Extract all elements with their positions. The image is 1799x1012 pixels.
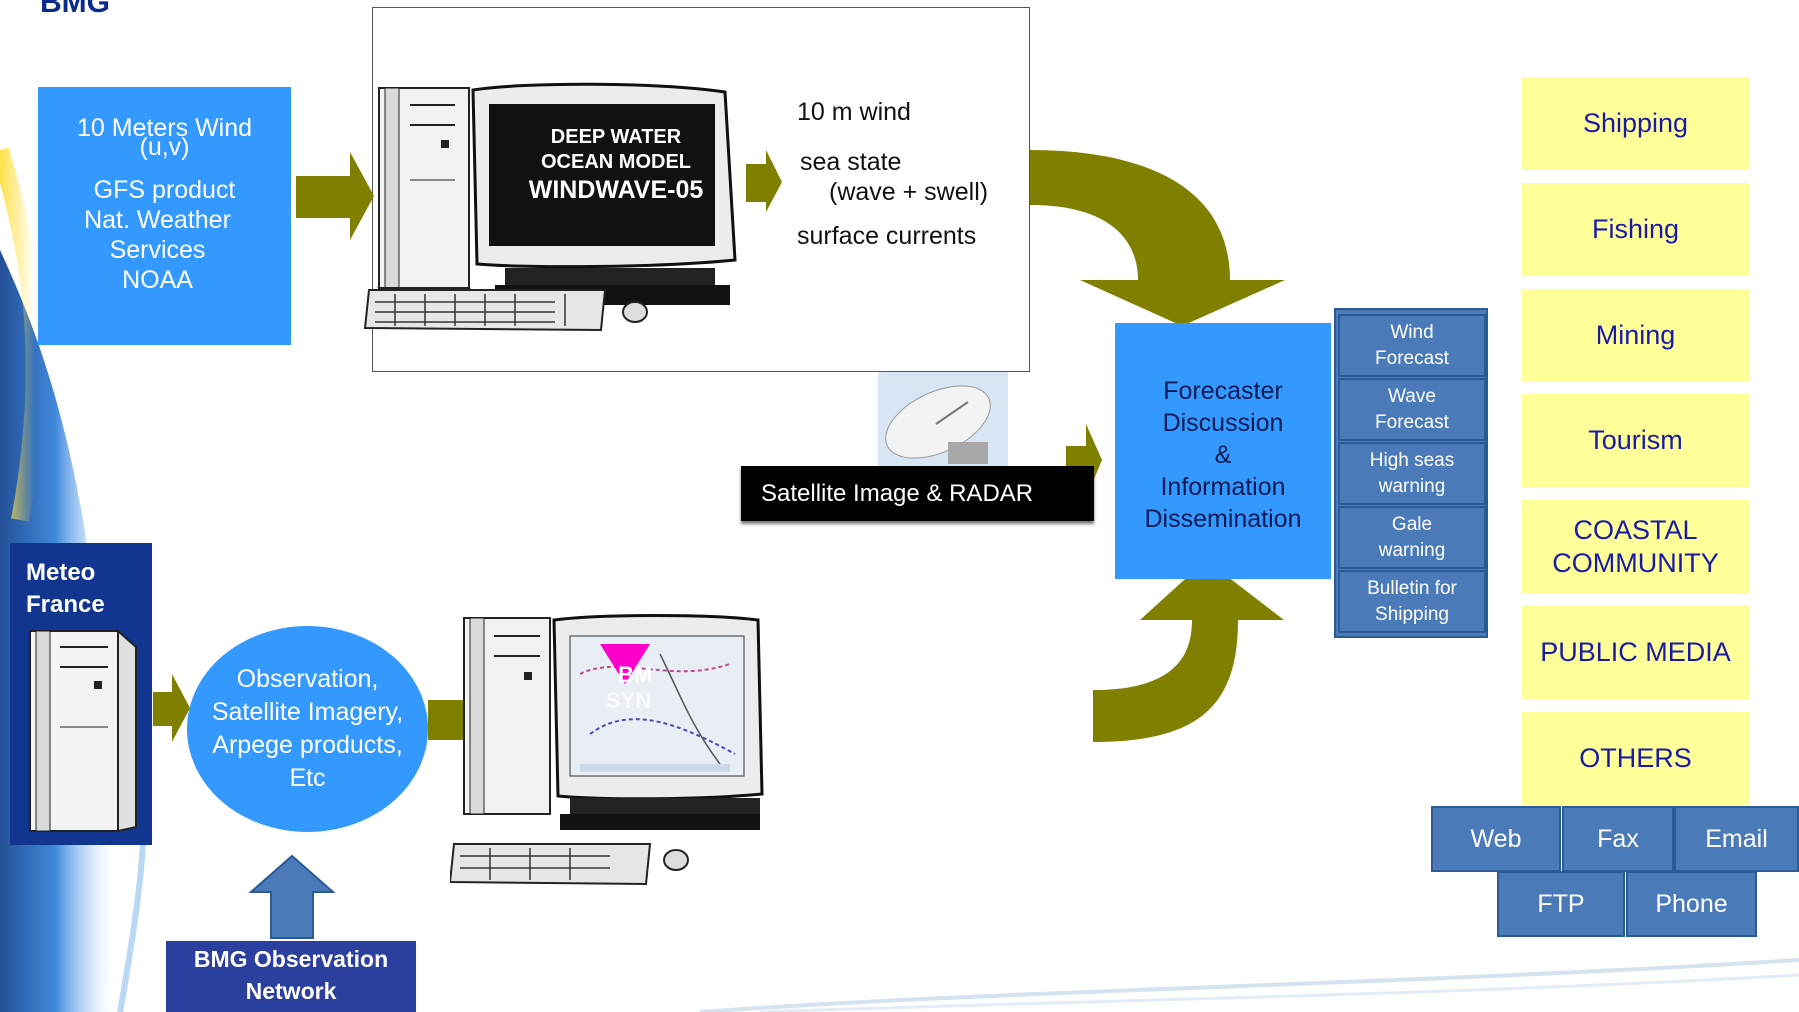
observation-line: Observation,: [236, 665, 379, 693]
arrow-workstation-to-forecaster: [1093, 560, 1284, 742]
channel-ftp: FTP: [1497, 871, 1625, 937]
forecaster-line: &: [1214, 441, 1232, 469]
observation-ellipse: Observation, Satellite Imagery, Arpege p…: [187, 626, 428, 832]
product-wind-forecast: Wind Forecast: [1338, 314, 1486, 377]
user-shipping: Shipping: [1522, 77, 1749, 170]
arrow-model-to-outputs: [746, 150, 782, 212]
satellite-dish-icon: [878, 372, 1008, 467]
input-line: (u,v): [139, 133, 190, 161]
input-line: Nat. Weather: [84, 206, 231, 234]
wind-input-box: 10 Meters Wind (u,v) GFS product Nat. We…: [38, 87, 291, 345]
product-gale-warning: Gale warning: [1338, 506, 1486, 569]
arrow-network-to-observation: [248, 854, 336, 939]
meteo-france-line: Meteo: [26, 559, 96, 586]
input-line: Services: [109, 236, 206, 264]
user-coastal-community: COASTAL COMMUNITY: [1522, 500, 1749, 593]
channel-phone: Phone: [1626, 871, 1757, 937]
observation-line: Etc: [289, 764, 326, 792]
forecaster-line: Discussion: [1162, 409, 1284, 437]
arrow-input-to-model: [296, 152, 374, 240]
user-fishing: Fishing: [1522, 183, 1749, 276]
arrow-meteo-to-observation: [153, 674, 190, 742]
output-line: surface currents: [797, 222, 977, 250]
workstation-overlay-line: SYN: [606, 688, 652, 713]
workstation-computer-icon: [450, 614, 764, 886]
output-line: sea state: [800, 148, 902, 176]
user-tourism: Tourism: [1522, 394, 1749, 487]
channel-web: Web: [1431, 806, 1561, 872]
user-mining: Mining: [1522, 289, 1749, 382]
meteo-france-line: France: [26, 591, 105, 618]
channel-fax: Fax: [1562, 806, 1674, 872]
product-wave-forecast: Wave Forecast: [1338, 378, 1486, 441]
model-screen-label: DEEP WATER OCEAN MODEL WINDWAVE-05: [508, 125, 724, 205]
forecaster-line: Dissemination: [1144, 505, 1302, 533]
bmg-network-line: Network: [245, 978, 337, 1004]
workstation-screen-overlay: BM SYN: [606, 662, 653, 714]
observation-line: Arpege products,: [212, 731, 403, 759]
input-line: GFS product: [93, 176, 236, 204]
workstation-overlay-line: BM: [618, 662, 653, 687]
forecaster-line: Information: [1160, 473, 1286, 501]
model-screen-line: OCEAN MODEL: [541, 151, 691, 173]
product-high-seas-warning: High seas warning: [1338, 442, 1486, 505]
input-line: 10 Meters Wind: [76, 114, 253, 142]
arrow-model-to-forecaster: [1030, 150, 1285, 326]
page-title-fragment: BMG: [40, 0, 110, 19]
forecaster-box: Forecaster Discussion & Information Diss…: [1115, 323, 1331, 579]
model-screen-line: DEEP WATER: [550, 126, 682, 148]
forecaster-line: Forecaster: [1163, 377, 1283, 405]
observation-line: Satellite Imagery,: [211, 698, 404, 726]
user-others: OTHERS: [1522, 712, 1749, 805]
user-public-media: PUBLIC MEDIA: [1522, 606, 1749, 699]
channel-email: Email: [1674, 806, 1799, 872]
product-bulletin-shipping: Bulletin for Shipping: [1338, 570, 1486, 633]
model-computer-icon: [363, 82, 737, 332]
input-line: NOAA: [122, 266, 193, 294]
output-line: 10 m wind: [797, 98, 911, 126]
bmg-network-line: BMG Observation: [193, 946, 389, 972]
output-line: (wave + swell): [829, 178, 989, 206]
bmg-network-box: BMG Observation Network: [166, 941, 416, 1012]
satellite-radar-label: Satellite Image & RADAR: [741, 466, 1094, 521]
model-screen-line: WINDWAVE-05: [528, 176, 704, 204]
meteo-france-server-icon: [29, 628, 137, 833]
